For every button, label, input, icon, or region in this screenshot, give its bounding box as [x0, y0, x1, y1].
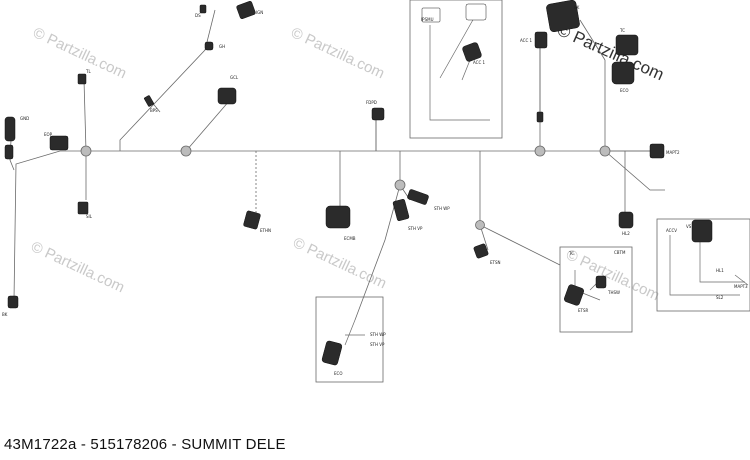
connector-gnd — [4, 116, 16, 142]
label-bk-top: BK — [574, 5, 580, 10]
junction-node — [394, 179, 406, 191]
label-accv: ACCV — [666, 228, 677, 233]
connector-ecmb — [325, 205, 351, 229]
diagram-caption: 43M1722a - 515178206 - SUMMIT DELE — [4, 436, 286, 453]
label-acc1: ACC 1 — [520, 38, 533, 43]
label-etsr: ETSR — [578, 308, 589, 313]
detail-box-bottom — [315, 296, 384, 383]
connector-tl — [77, 73, 87, 85]
label-fdpd: FDPD — [366, 100, 377, 105]
label-mapt3: MAPT3 — [734, 284, 748, 289]
label-ds: DS — [195, 13, 201, 18]
connector-bk — [7, 295, 19, 309]
label-sth-vp-b: STH VP — [370, 342, 385, 347]
watermark-3: © Partzilla.com — [28, 238, 127, 296]
label-bps: BPS — [150, 108, 158, 113]
watermark-2: © Partzilla.com — [288, 24, 387, 82]
label-ipsmu: IPSMU — [421, 17, 434, 22]
label-acc1b: ACC 1 — [473, 60, 486, 65]
connector-thsw — [595, 275, 607, 289]
label-hl1: HL1 — [716, 268, 724, 273]
label-sth-vp: STH VP — [408, 226, 423, 231]
connector-vs — [691, 219, 713, 243]
connector-bps — [144, 95, 154, 107]
labels: IGN DS GH TL GCL BPS GND EOP SIL BK FDPD… — [2, 5, 748, 376]
label-sl2: SL2 — [716, 295, 724, 300]
detail-box-right — [656, 218, 750, 312]
label-ecmb: ECMB — [344, 236, 356, 241]
label-ethn: ETHN — [260, 228, 271, 233]
connector-ds — [199, 4, 207, 14]
watermark-4: © Partzilla.com — [290, 234, 389, 292]
label-sil: SIL — [86, 214, 93, 219]
label-tl: TL — [85, 69, 91, 74]
label-eop: EOP — [44, 132, 53, 137]
junction-node — [180, 145, 192, 157]
label-tc-box: TC — [568, 251, 574, 256]
connector-acc1 — [534, 31, 548, 49]
connector-accv-box — [421, 7, 441, 23]
label-eco: ECO — [620, 88, 628, 93]
junction-node — [599, 145, 611, 157]
watermark-layer: © Partzilla.com © Partzilla.com © Partzi… — [28, 20, 666, 304]
label-mapt2: MAPT2 — [666, 150, 680, 155]
connector-tc — [615, 34, 639, 56]
label-gcl: GCL — [230, 75, 239, 80]
connector-etsr — [563, 284, 585, 306]
connector-etsn — [473, 243, 489, 259]
watermark-bold: © Partzilla.com — [554, 20, 666, 84]
label-ign: IGN — [256, 10, 263, 15]
label-cbtm: CBTM — [614, 250, 626, 255]
connector-acc1-lower — [536, 111, 544, 123]
connectors — [4, 0, 713, 366]
label-thsw: THSW — [607, 290, 620, 295]
detail-boxes — [315, 0, 750, 383]
detail-box-mid — [559, 246, 633, 333]
connector-eco-bottom — [321, 340, 343, 366]
connector-acc1-box — [462, 42, 482, 62]
label-h12: HL2 — [622, 231, 630, 236]
box-wires — [344, 17, 749, 346]
label-vs: VS — [686, 224, 692, 229]
detail-box-top — [409, 0, 503, 139]
connector-sth-wp — [407, 189, 429, 205]
label-sth-wp: STH WP — [434, 206, 450, 211]
connector-ecm — [217, 87, 237, 105]
watermark-1: © Partzilla.com — [30, 24, 129, 82]
junction-node — [80, 145, 92, 157]
label-bk: BK — [2, 312, 8, 317]
connector-gh — [204, 41, 214, 51]
connector-fdpd — [371, 107, 385, 121]
junction-node — [534, 145, 546, 157]
connector-ipsmu-box — [465, 3, 487, 21]
label-etsn: ETSN — [490, 260, 501, 265]
connector-eop — [49, 135, 69, 151]
label-sth-wp-b: STH WP — [370, 332, 386, 337]
connector-eco — [611, 61, 635, 85]
label-gh: GH — [219, 44, 225, 49]
junction-nodes — [80, 145, 611, 230]
connector-sth-vp — [392, 198, 410, 222]
label-gnd: GND — [20, 116, 29, 121]
junction-node — [475, 220, 485, 230]
connector-sil — [77, 201, 89, 215]
connector-ign — [236, 0, 256, 20]
label-eco-b: ECO — [334, 371, 342, 376]
connector-bk-top — [546, 0, 580, 33]
connector-h12 — [618, 211, 634, 229]
label-tc: TC — [619, 28, 625, 33]
connector-mapt2 — [649, 143, 665, 159]
connector-gnd-lower — [4, 144, 14, 160]
connector-ethn — [243, 210, 261, 230]
